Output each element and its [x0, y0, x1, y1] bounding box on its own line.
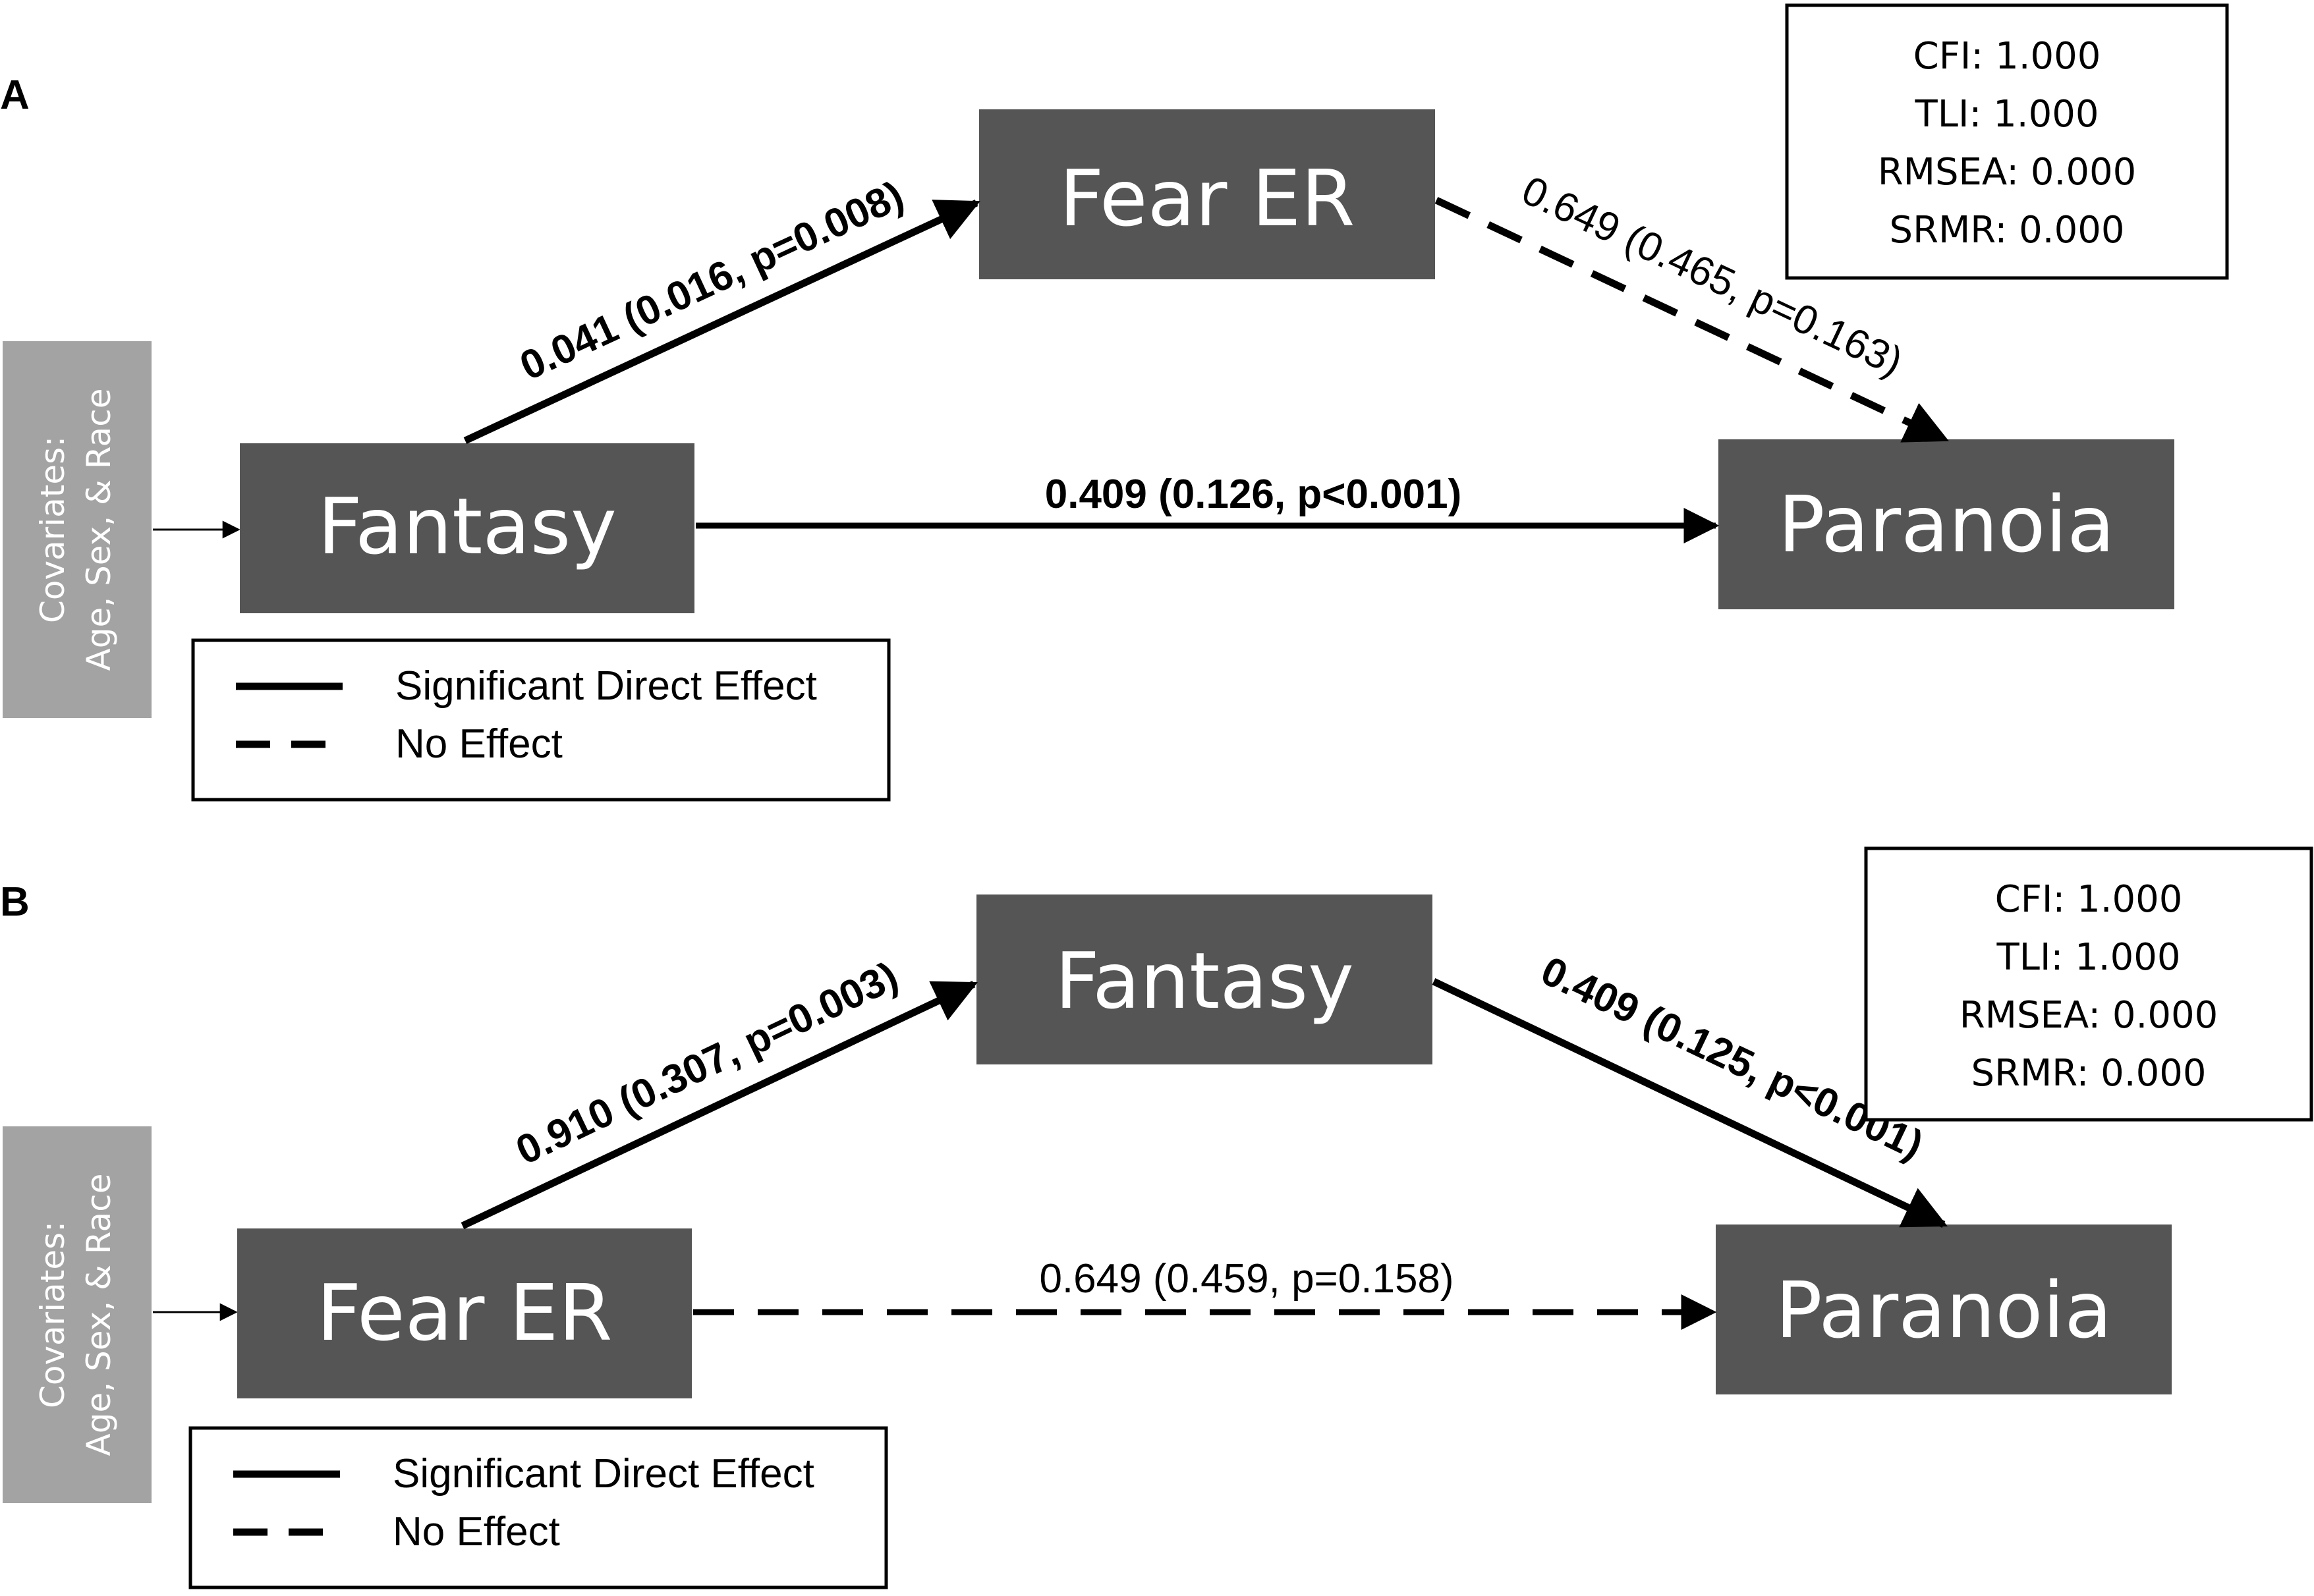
panel-b-path-left-right-label: 0.649 (0.459, p=0.158) [1039, 1256, 1453, 1302]
panel-a-fit-rmsea: RMSEA: 0.000 [1878, 151, 2136, 194]
panel-b-legend-dashed-label: No Effect [393, 1509, 560, 1555]
panel-a-box-mid-rect [979, 109, 1435, 279]
panel-b-legend-frame [188, 1426, 888, 1589]
panel-b-fit-box-frame [1864, 846, 2313, 1122]
panel-b: B Covariates: Age, Sex, & Race Fear ER F… [0, 846, 2313, 1589]
panel-b-box-right-label: Paranoia [1775, 1265, 2112, 1356]
panel-a-legend-dashed-label: No Effect [395, 721, 563, 767]
panel-a-box-mid: Fear ER [979, 109, 1435, 279]
panel-a-covariates: Covariates: Age, Sex, & Race [3, 341, 240, 718]
panel-a-box-right-rect [1718, 439, 2174, 609]
panel-a-covariates-line2: Age, Sex, & Race [80, 389, 118, 671]
panel-b-covariates: Covariates: Age, Sex, & Race [3, 1126, 238, 1503]
panel-b-fit-srmr: SRMR: 0.000 [1971, 1052, 2207, 1095]
panel-b-box-mid-label: Fantasy [1055, 935, 1354, 1026]
panel-a-box-mid-label: Fear ER [1059, 153, 1355, 244]
panel-a-covariates-box [3, 341, 152, 718]
panel-b-legend-solid-label: Significant Direct Effect [393, 1451, 814, 1497]
panel-a-path-mid-right [1434, 197, 1949, 443]
panel-a-path-left-mid [463, 200, 980, 444]
panel-b-box-right: Paranoia [1716, 1225, 2172, 1394]
panel-a-fit-tli: TLI: 1.000 [1915, 93, 2099, 136]
panel-a-legend: Significant Direct Effect No Effect [191, 638, 891, 802]
panel-a-legend-solid-label: Significant Direct Effect [395, 663, 817, 709]
panel-b-fit-box: CFI: 1.000 TLI: 1.000 RMSEA: 0.000 SRMR:… [1864, 846, 2313, 1122]
panel-a-path-left-mid-label: 0.041 (0.016, p=0.008) [513, 173, 911, 389]
panel-b-box-right-rect [1716, 1225, 2172, 1394]
panel-a-path-left-right-label: 0.409 (0.126, p<0.001) [1045, 472, 1462, 517]
panel-b-covariates-line2: Age, Sex, & Race [80, 1174, 118, 1456]
panel-b-box-left-label: Fear ER [317, 1267, 613, 1358]
panel-b-label: B [0, 879, 30, 925]
panel-b-covariates-line1: Covariates: [34, 1221, 72, 1408]
panel-a: A Covariates: Age, Sex, & Race Fantasy F… [0, 3, 2229, 802]
panel-a-fit-cfi: CFI: 1.000 [1913, 35, 2101, 78]
panel-b-box-left: Fear ER [237, 1228, 692, 1398]
panel-a-fit-box: CFI: 1.000 TLI: 1.000 RMSEA: 0.000 SRMR:… [1785, 3, 2229, 280]
panel-b-covariates-box [3, 1126, 152, 1503]
panel-a-box-left-rect [240, 443, 694, 613]
panel-b-fit-tli: TLI: 1.000 [1996, 936, 2181, 979]
panel-a-fit-box-frame [1785, 3, 2229, 280]
panel-b-legend: Significant Direct Effect No Effect [188, 1426, 888, 1589]
panel-b-path-left-mid-label: 0.910 (0.307, p=0.003) [509, 953, 905, 1174]
panel-b-box-left-rect [237, 1228, 692, 1398]
panel-b-path-mid-right [1432, 978, 1948, 1228]
panel-a-box-right: Paranoia [1718, 439, 2174, 609]
panel-a-legend-frame [191, 638, 891, 802]
panel-a-covariates-line1: Covariates: [34, 436, 72, 623]
panel-a-box-right-label: Paranoia [1778, 479, 2114, 570]
panel-a-box-left-label: Fantasy [318, 481, 617, 572]
panel-a-label: A [0, 72, 30, 118]
panel-b-fit-cfi: CFI: 1.000 [1995, 878, 2183, 921]
panel-b-box-mid: Fantasy [976, 894, 1432, 1064]
panel-b-path-left-mid [461, 981, 978, 1229]
panel-b-box-mid-rect [976, 894, 1432, 1064]
panel-a-fit-srmr: SRMR: 0.000 [1890, 209, 2125, 252]
panel-a-box-left: Fantasy [240, 443, 694, 613]
panel-b-fit-rmsea: RMSEA: 0.000 [1960, 994, 2218, 1037]
